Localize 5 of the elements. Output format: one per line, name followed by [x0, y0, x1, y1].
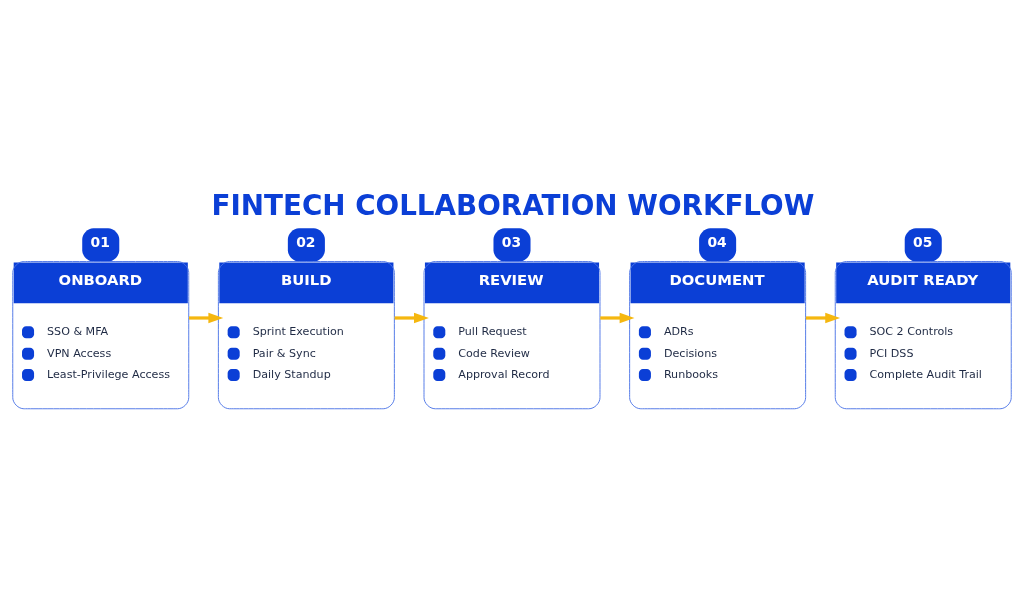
arrow [600, 312, 635, 323]
arrow [394, 312, 429, 323]
arrow [189, 312, 224, 323]
diagram-title: FINTECH COLLABORATION WORKFLOW [211, 188, 815, 222]
arrow [805, 312, 841, 323]
